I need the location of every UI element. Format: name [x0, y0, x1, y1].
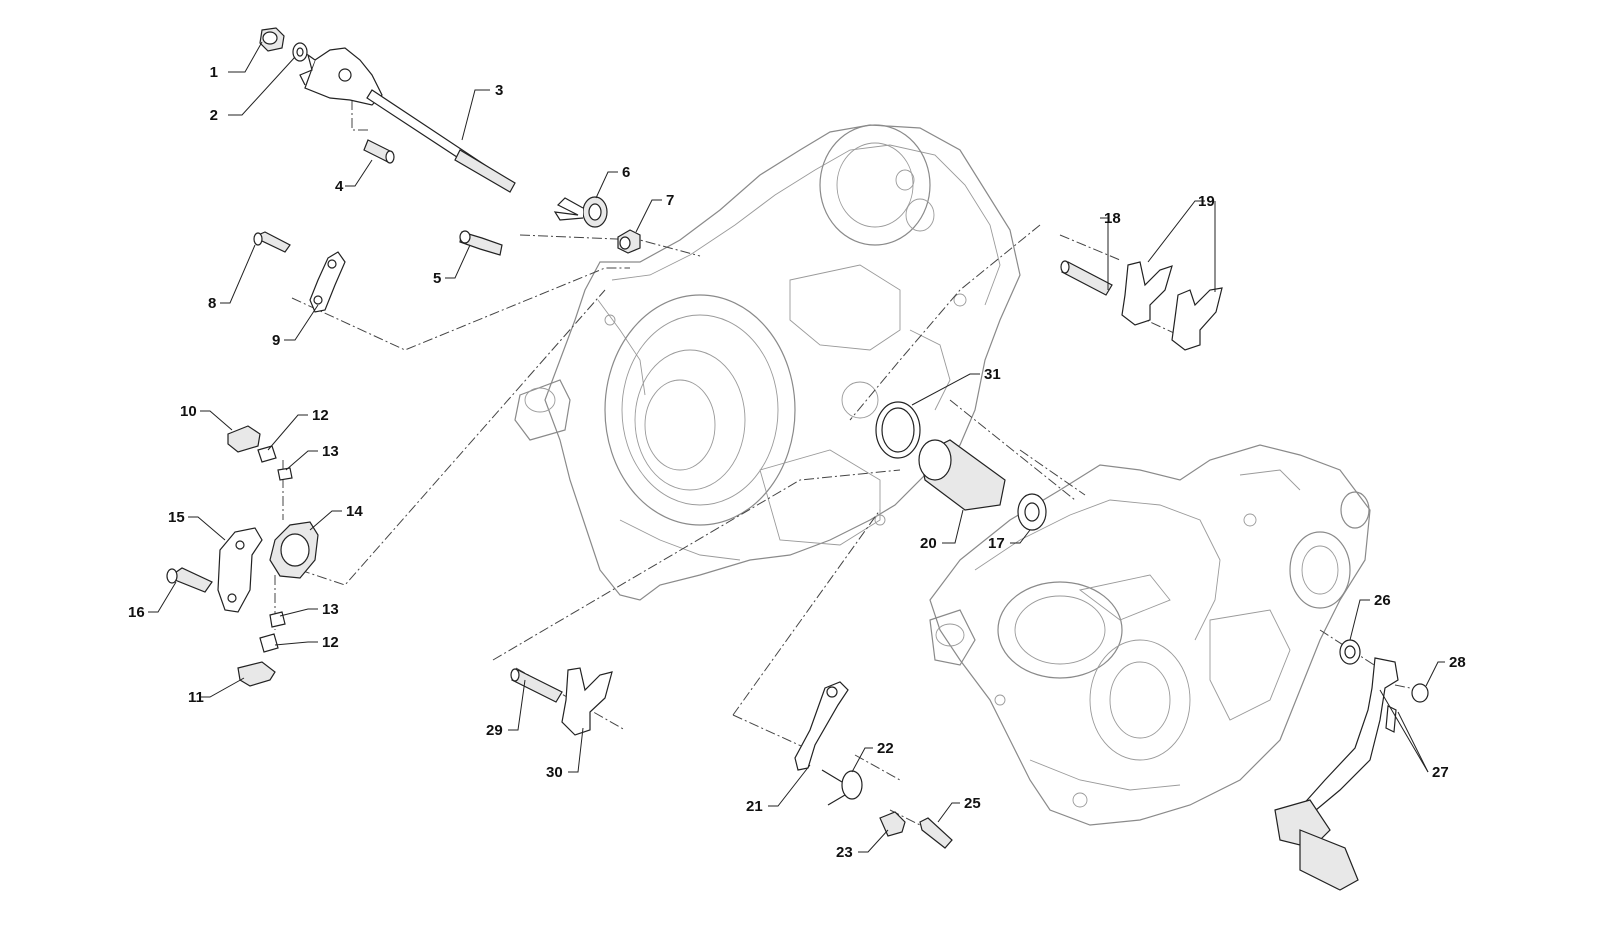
callout-1: 1	[210, 64, 218, 81]
callout-19: 19	[1198, 193, 1215, 210]
callout-18: 18	[1104, 210, 1121, 227]
callout-12-bottom: 12	[322, 634, 339, 651]
part-27-gear-shift-lever	[1274, 657, 1399, 891]
callout-6: 6	[622, 164, 630, 181]
part-17-bearing	[1017, 493, 1047, 531]
part-1-nut	[259, 27, 285, 52]
callout-13-top: 13	[322, 443, 339, 460]
part-5-stud	[459, 230, 503, 256]
callout-26: 26	[1374, 592, 1391, 609]
right-crankcase-half	[929, 444, 1371, 826]
part-11-block	[237, 661, 276, 687]
part-10-block	[227, 425, 261, 453]
callout-27: 27	[1432, 764, 1449, 781]
part-12-pin-bottom	[259, 633, 279, 653]
part-29-fork-rod	[510, 668, 563, 703]
part-14-shift-star	[269, 521, 319, 579]
callout-23: 23	[836, 844, 853, 861]
callout-5: 5	[433, 270, 441, 287]
part-9-lever-plate	[309, 251, 346, 313]
part-18-fork-rod	[1060, 260, 1113, 296]
callout-2: 2	[210, 107, 218, 124]
part-12-pin-top	[257, 445, 277, 463]
callout-21: 21	[746, 798, 763, 815]
part-7-bush	[617, 229, 641, 254]
part-13-spring-top	[277, 467, 293, 481]
callout-11: 11	[188, 689, 204, 706]
callout-31: 31	[984, 366, 1001, 383]
callout-12-top: 12	[312, 407, 329, 424]
part-2-washer	[292, 42, 308, 62]
part-6-return-spring	[553, 196, 608, 228]
callout-22: 22	[877, 740, 894, 757]
part-25-bolt	[919, 817, 953, 849]
part-3-shift-shaft	[299, 47, 516, 193]
callout-labels: 1 2 3 4 5 6 7 8 9 10 12 13 14 15 16 13 1…	[128, 64, 1466, 861]
callout-28: 28	[1449, 654, 1466, 671]
callout-20: 20	[920, 535, 937, 552]
part-19-shift-forks	[1121, 261, 1223, 351]
callout-16: 16	[128, 604, 145, 621]
part-30-shift-fork	[561, 667, 613, 736]
callout-3: 3	[495, 82, 503, 99]
part-15-locking-plate	[217, 527, 263, 613]
left-crankcase-half	[514, 124, 1021, 601]
callout-17: 17	[988, 535, 1005, 552]
callout-9: 9	[272, 332, 280, 349]
callout-13-bottom: 13	[322, 601, 339, 618]
part-23-bush	[879, 811, 906, 837]
callout-25: 25	[964, 795, 981, 812]
part-22-spring	[821, 769, 863, 806]
part-26-seal	[1339, 639, 1361, 665]
callout-15: 15	[168, 509, 185, 526]
part-8-bolt	[253, 231, 291, 253]
part-13-spring-bottom	[269, 611, 286, 628]
part-31-bearing-ring	[875, 401, 921, 459]
part-28-circlip	[1411, 683, 1429, 703]
leader-lines	[148, 41, 1445, 853]
part-21-detent-lever	[794, 681, 849, 771]
part-20-shift-drum	[918, 439, 1006, 511]
part-16-bolt	[166, 567, 213, 593]
callout-30: 30	[546, 764, 563, 781]
callout-7: 7	[666, 192, 674, 209]
callout-29: 29	[486, 722, 503, 739]
callout-14: 14	[346, 503, 363, 520]
assembly-dash-lines	[274, 100, 1421, 841]
part-4-pin	[363, 139, 395, 164]
callout-8: 8	[208, 295, 216, 312]
callout-4: 4	[335, 178, 344, 195]
callout-10: 10	[180, 403, 197, 420]
